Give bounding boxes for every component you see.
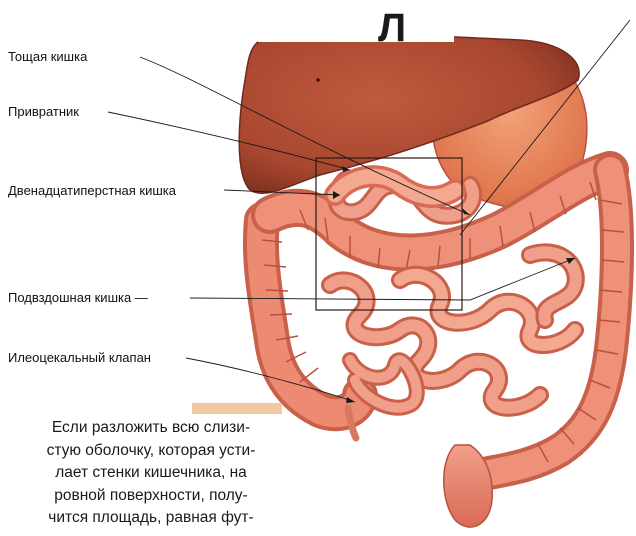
label-pylorus: Привратник xyxy=(8,104,79,119)
caption-line: Если разложить всю слизи- xyxy=(20,417,282,440)
decorative-strip xyxy=(192,403,282,414)
label-ileocecal-valve: Илеоцекальный клапан xyxy=(8,350,151,365)
caption-line: чится площадь, равная фут- xyxy=(20,507,282,530)
caption-text: Если разложить всю слизи- стую оболочку,… xyxy=(20,417,282,530)
caption-line: лает стенки кишечника, на xyxy=(20,462,282,485)
label-ileum: Подвздошная кишка — xyxy=(8,290,148,305)
header-letter: Л xyxy=(378,8,406,48)
caption-line: ровной поверхности, полу- xyxy=(20,485,282,508)
caption-line: стую оболочку, которая усти- xyxy=(20,440,282,463)
label-jejunum: Тощая кишка xyxy=(8,49,87,64)
header-bar xyxy=(258,0,454,42)
label-duodenum: Двенадцатиперстная кишка xyxy=(8,183,176,198)
